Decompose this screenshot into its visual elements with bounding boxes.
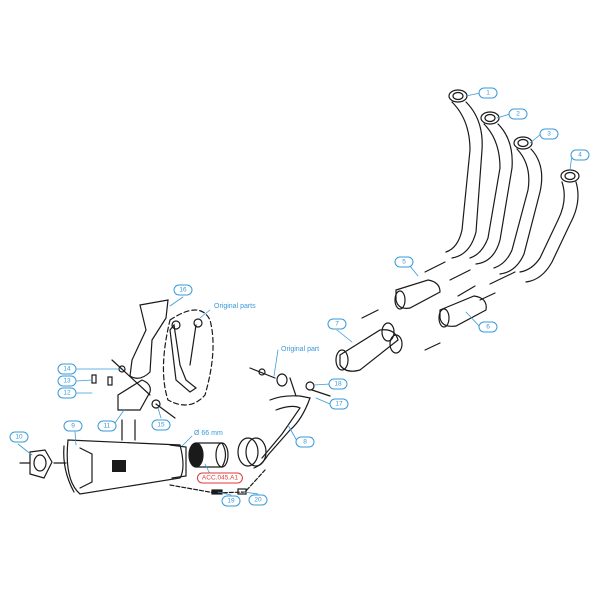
springs <box>169 469 266 495</box>
callout-16: 16 <box>173 284 193 296</box>
callout-4: 4 <box>570 149 590 161</box>
header-pipe-1 <box>445 89 483 259</box>
leader-lines <box>17 92 573 496</box>
callout-3: 3 <box>539 128 559 140</box>
header-pipe-3 <box>493 136 543 275</box>
callout-11: 11 <box>97 420 117 432</box>
fasteners <box>91 292 496 419</box>
callout-18: 18 <box>328 378 348 390</box>
callout-20: 20 <box>248 494 268 506</box>
callout-5: 5 <box>394 256 414 268</box>
note-diameter: Ø 66 mm <box>194 430 223 437</box>
bracket-16 <box>117 299 169 411</box>
end-cap-10 <box>19 449 67 479</box>
callout-6: 6 <box>478 321 498 333</box>
y-pipe-7 <box>335 309 403 372</box>
collector-5 <box>394 261 471 310</box>
original-parts-outline <box>162 309 214 406</box>
callout-7: 7 <box>327 318 347 330</box>
callout-13: 13 <box>57 375 77 387</box>
callout-15: 15 <box>151 419 171 431</box>
callout-9: 9 <box>63 420 83 432</box>
callout-2: 2 <box>508 108 528 120</box>
note-original-part: Original part <box>281 346 320 353</box>
header-pipe-2 <box>469 111 513 265</box>
link-pipe-8 <box>237 373 331 469</box>
callout-14: 14 <box>57 363 77 375</box>
callout-8: 8 <box>295 436 315 448</box>
note-original-parts: Original parts <box>214 303 256 310</box>
silencer-9 <box>63 419 187 495</box>
callout-19: 19 <box>221 495 241 507</box>
callout-1: 1 <box>478 87 498 99</box>
callout-10: 10 <box>9 431 29 443</box>
callout-12: 12 <box>57 387 77 399</box>
accessory-code-badge: ACC.045.A1 <box>196 472 244 484</box>
original-bracket <box>169 318 203 393</box>
collector-6 <box>438 271 516 328</box>
callout-17: 17 <box>329 398 349 410</box>
link-pipe-accessory <box>188 442 229 468</box>
